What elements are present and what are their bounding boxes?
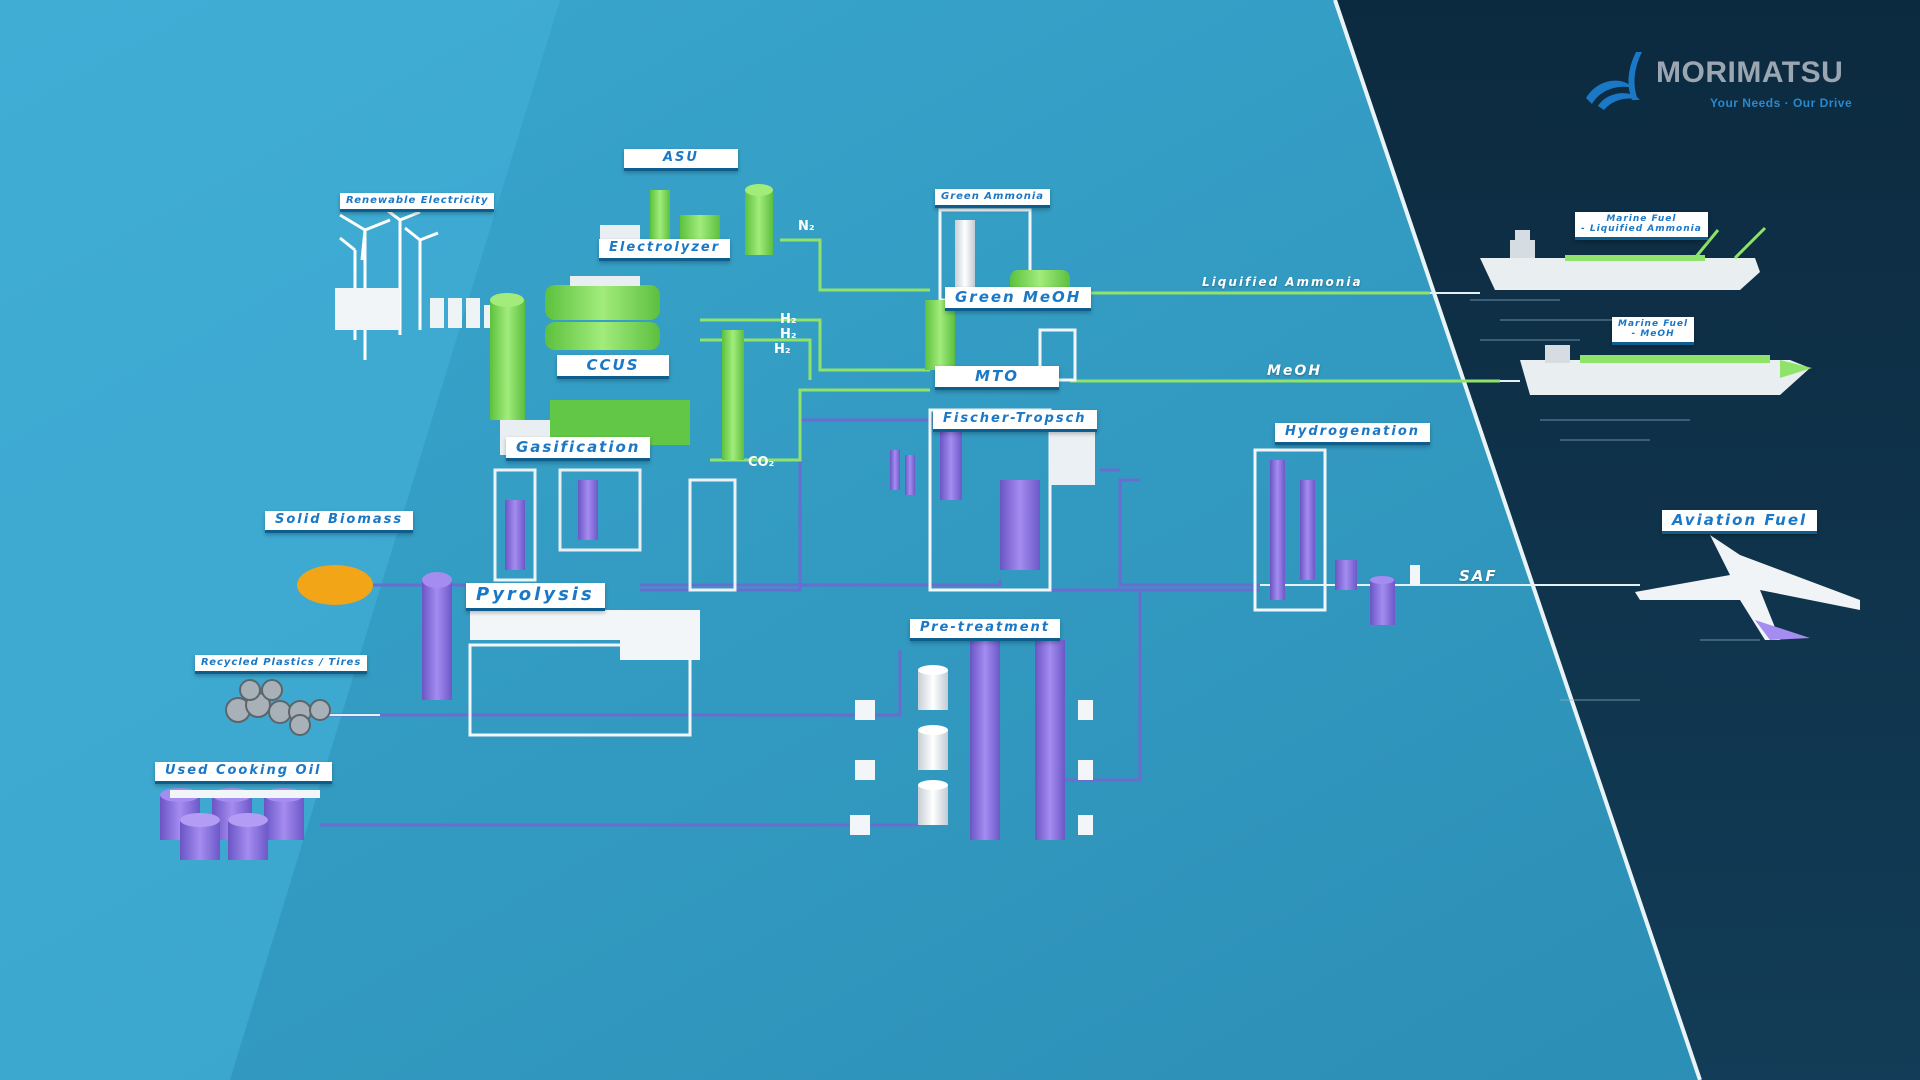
label-solid-biomass: Solid Biomass bbox=[265, 511, 414, 533]
label-recycled-plastics: Recycled Plastics / Tires bbox=[195, 655, 368, 674]
gas-n2: N₂ bbox=[798, 219, 815, 234]
label-fischer-tropsch: Fischer-Tropsch bbox=[933, 410, 1097, 432]
pipes-green bbox=[700, 238, 1500, 462]
label-pre-treatment: Pre-treatment bbox=[910, 619, 1061, 641]
label-electrolyzer: Electrolyzer bbox=[599, 239, 731, 261]
flow-liquified-ammonia: Liquified Ammonia bbox=[1202, 275, 1363, 289]
solar-panel bbox=[335, 288, 400, 330]
biomass-pile bbox=[297, 565, 373, 605]
gas-h2-1: H₂ bbox=[780, 312, 797, 327]
oil-tanks bbox=[160, 788, 320, 860]
gas-co2: CO₂ bbox=[748, 455, 775, 470]
water-reflections bbox=[1470, 299, 1760, 701]
shoreline bbox=[1333, 0, 1702, 1080]
label-used-cooking-oil: Used Cooking Oil bbox=[155, 762, 332, 784]
ocean bbox=[1335, 0, 1920, 1080]
label-marine-fuel-meoh: Marine Fuel - MeOH bbox=[1612, 317, 1695, 345]
label-asu: ASU bbox=[624, 149, 738, 171]
flow-saf: SAF bbox=[1459, 567, 1498, 585]
label-ccus: CCUS bbox=[557, 355, 669, 380]
label-gasification: Gasification bbox=[506, 437, 651, 462]
logo-name: MORIMATSU bbox=[1656, 56, 1844, 89]
hydrogenation-plant bbox=[1253, 448, 1420, 625]
label-aviation-fuel: Aviation Fuel bbox=[1662, 510, 1818, 535]
pyrolysis-plant bbox=[422, 468, 737, 737]
pretreatment-tanks bbox=[850, 640, 1093, 840]
label-marine-fuel-ammonia: Marine Fuel - Liquified Ammonia bbox=[1575, 212, 1708, 240]
gas-h2-3: H₂ bbox=[774, 342, 791, 357]
ship-meoh bbox=[1520, 345, 1812, 395]
logo-swoosh-icon bbox=[1586, 52, 1642, 110]
logo-tagline: Your Needs · Our Drive bbox=[1710, 96, 1853, 110]
pipes-purple bbox=[320, 418, 1260, 827]
label-green-ammonia: Green Ammonia bbox=[935, 189, 1051, 208]
electrolyzer-plant bbox=[545, 276, 660, 350]
gas-h2-2: H₂ bbox=[780, 327, 797, 342]
ccus-column bbox=[490, 293, 744, 460]
label-green-meoh: Green MeOH bbox=[945, 287, 1092, 312]
label-hydrogenation: Hydrogenation bbox=[1275, 423, 1431, 445]
asu-plant bbox=[600, 184, 773, 255]
label-pyrolysis: Pyrolysis bbox=[466, 583, 605, 611]
ship-ammonia bbox=[1480, 226, 1767, 290]
airplane bbox=[1635, 535, 1860, 640]
ft-complex bbox=[890, 408, 1095, 592]
pipes-white bbox=[320, 292, 1640, 716]
company-logo: MORIMATSU Your Needs · Our Drive bbox=[1578, 48, 1858, 118]
label-mto: MTO bbox=[935, 366, 1059, 391]
label-renewable-electricity: Renewable Electricity bbox=[340, 193, 495, 212]
tires-pile bbox=[225, 679, 331, 736]
flow-meoh: MeOH bbox=[1267, 363, 1323, 379]
